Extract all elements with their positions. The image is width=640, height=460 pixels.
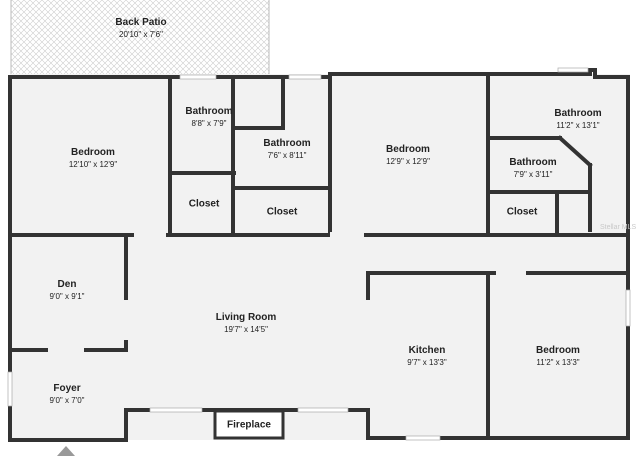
- room-label-bathroom-4: Bathroom 7'9" x 3'11": [509, 157, 556, 179]
- room-name: Closet: [266, 206, 298, 218]
- fireplace-box: [213, 409, 285, 440]
- room-name: Den: [57, 279, 77, 291]
- wall-bath4-diagonal: [557, 135, 593, 168]
- room-name: Kitchen: [408, 345, 446, 357]
- room-dimensions: 12'10" x 12'9": [68, 159, 118, 169]
- room-label-foyer: Foyer 9'0" x 7'0": [50, 383, 85, 405]
- room-dimensions: 7'9" x 3'11": [513, 169, 553, 179]
- room-label-kitchen: Kitchen 9'7" x 13'3": [407, 345, 446, 367]
- room-dimensions: 20'10" x 7'6": [119, 29, 163, 39]
- room-label-closet-3: Closet: [507, 206, 538, 218]
- walls: [8, 68, 630, 442]
- room-label-fireplace: Fireplace: [227, 419, 271, 431]
- room-dimensions: 11'2" x 13'3": [536, 357, 580, 367]
- room-name: Bathroom: [263, 138, 311, 150]
- room-name: Fireplace: [227, 419, 271, 431]
- room-name: Bedroom: [386, 144, 430, 156]
- room-name: Bathroom: [509, 157, 557, 169]
- step-notch: [10, 408, 126, 442]
- room-dimensions: 7'6" x 8'11": [267, 150, 307, 160]
- house-floor: [10, 74, 630, 440]
- room-label-closet-1: Closet: [189, 198, 220, 210]
- back-patio-area: [11, 0, 269, 74]
- room-label-back-patio: Back Patio 20'10" x 7'6": [115, 17, 166, 39]
- room-name: Living Room: [215, 312, 277, 324]
- windows: [7, 67, 631, 441]
- room-label-bedroom-2: Bedroom 12'9" x 12'9": [386, 144, 430, 166]
- room-name: Bathroom: [185, 106, 233, 118]
- entry-arrow-icon: [57, 446, 75, 456]
- room-name: Foyer: [53, 383, 81, 395]
- room-dimensions: 12'9" x 12'9": [386, 156, 430, 166]
- room-dimensions: 19'7" x 14'5": [224, 324, 268, 334]
- room-dimensions: 9'0" x 7'0": [49, 395, 85, 405]
- room-label-bathroom-2: Bathroom 7'6" x 8'11": [263, 138, 310, 160]
- room-label-living-room: Living Room 19'7" x 14'5": [216, 312, 277, 334]
- room-name: Back Patio: [115, 17, 167, 29]
- room-label-bathroom-1: Bathroom 8'8" x 7'9": [185, 106, 232, 128]
- room-label-den: Den 9'0" x 9'1": [50, 279, 85, 301]
- room-dimensions: 9'7" x 13'3": [407, 357, 447, 367]
- room-dimensions: 11'2" x 13'1": [556, 120, 600, 130]
- room-label-bedroom-3: Bedroom 11'2" x 13'3": [536, 345, 580, 367]
- room-label-bedroom-1: Bedroom 12'10" x 12'9": [69, 147, 117, 169]
- room-name: Closet: [506, 206, 538, 218]
- door-openings: [48, 232, 526, 400]
- room-name: Bedroom: [536, 345, 580, 357]
- room-dimensions: 8'8" x 7'9": [191, 118, 227, 128]
- room-name: Bathroom: [554, 108, 602, 120]
- room-name: Closet: [188, 198, 220, 210]
- room-label-bathroom-3: Bathroom 11'2" x 13'1": [554, 108, 601, 130]
- room-dimensions: 9'0" x 9'1": [49, 291, 85, 301]
- room-name: Bedroom: [71, 147, 115, 159]
- watermark: Stellar MLS: [600, 224, 637, 231]
- room-label-closet-2: Closet: [267, 206, 298, 218]
